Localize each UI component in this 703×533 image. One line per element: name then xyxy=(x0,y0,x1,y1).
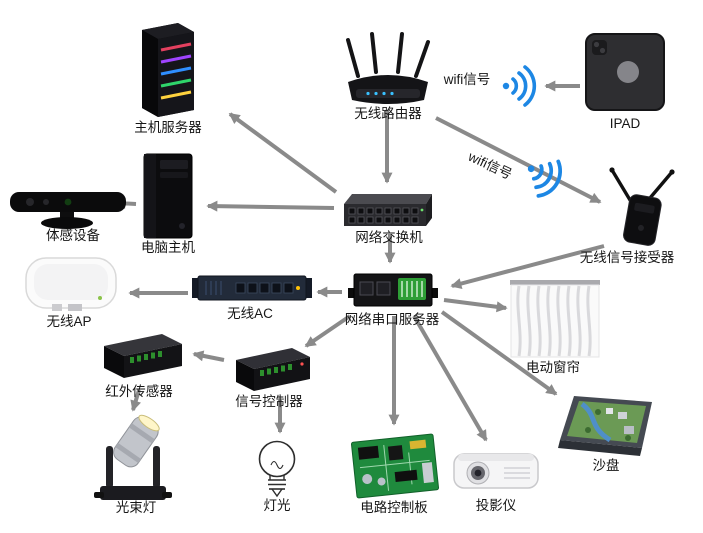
label-wireless-ac: 无线AC xyxy=(227,306,273,321)
projector-icon xyxy=(453,453,539,489)
arrow-serialserver-projector xyxy=(412,314,488,442)
pc-host-icon xyxy=(143,153,193,239)
arrow-receiver-serialserver xyxy=(450,244,605,289)
label-electric-curtain: 电动窗帘 xyxy=(526,360,580,375)
node-circuit-board xyxy=(350,430,440,502)
node-ipad xyxy=(584,30,666,114)
label-motion-device: 体感设备 xyxy=(46,228,100,243)
beam-light-icon xyxy=(94,414,172,500)
serial-server-icon xyxy=(348,273,438,307)
label-sand-table: 沙盘 xyxy=(592,458,620,473)
ipad-icon xyxy=(585,33,665,111)
wireless-router-icon xyxy=(346,32,430,104)
host-server-icon xyxy=(142,23,194,117)
node-light xyxy=(251,436,303,500)
node-pc-host xyxy=(138,152,198,240)
arrow-switch-hostserver xyxy=(228,112,338,194)
electric-curtain-icon xyxy=(510,280,600,358)
arrow-infrared-beamlight xyxy=(130,389,141,412)
arrow-router-receiver xyxy=(435,116,602,204)
arrow-serialserver-sandtable xyxy=(440,310,558,396)
node-wireless-ap xyxy=(22,254,120,316)
node-wireless-router xyxy=(342,30,434,110)
label-ipad: IPAD xyxy=(609,116,641,131)
arrow-serialserver-controller xyxy=(304,314,352,348)
node-infrared-sensor xyxy=(92,330,186,386)
label-wireless-ap: 无线AP xyxy=(46,314,92,329)
network-switch-icon xyxy=(344,194,432,226)
label-pc-host: 电脑主机 xyxy=(141,240,195,255)
node-projector xyxy=(452,444,540,496)
infrared-sensor-icon xyxy=(104,334,182,378)
signal-controller-icon xyxy=(236,348,310,391)
wifi-signal-icon xyxy=(502,65,537,107)
node-sand-table xyxy=(558,390,656,460)
label-beam-light: 光束灯 xyxy=(115,500,157,515)
label-light: 灯光 xyxy=(263,498,291,513)
arrow-switch-pchost xyxy=(206,200,335,212)
sand-table-icon xyxy=(558,396,652,456)
label-circuit-board: 电路控制板 xyxy=(360,500,428,515)
node-serial-server xyxy=(346,268,440,314)
label-infrared-sensor: 红外传感器 xyxy=(105,384,173,399)
node-wireless-receiver xyxy=(606,166,680,250)
node-motion-device xyxy=(8,186,128,232)
circuit-board-icon xyxy=(350,433,440,499)
label-signal-controller: 信号控制器 xyxy=(235,394,303,409)
label-network-switch: 网络交换机 xyxy=(355,230,423,245)
label-wireless-receiver: 无线信号接受器 xyxy=(579,250,675,265)
label-host-server: 主机服务器 xyxy=(134,120,202,135)
light-bulb-icon xyxy=(258,440,296,498)
node-signal-controller xyxy=(226,342,314,398)
node-network-switch xyxy=(340,192,438,232)
arrow-serialserver-curtain xyxy=(443,298,508,313)
arrow-controller-infrared xyxy=(192,350,225,362)
wireless-receiver-icon xyxy=(609,167,675,246)
wifi-signal-icon xyxy=(527,159,562,198)
label-wireless-router: 无线路由器 xyxy=(354,106,422,121)
node-electric-curtain xyxy=(510,280,600,362)
label-serial-server: 网络串口服务器 xyxy=(344,312,440,327)
label-projector: 投影仪 xyxy=(475,498,517,513)
wireless-ac-icon xyxy=(192,275,312,301)
node-wireless-ac xyxy=(192,272,312,306)
node-wifi-signal-mid xyxy=(520,152,564,198)
node-wifi-signal-top xyxy=(498,64,538,108)
node-beam-light xyxy=(88,406,178,502)
label-wifi-signal-top: wifi信号 xyxy=(443,72,491,87)
wireless-ap-icon xyxy=(25,257,117,311)
motion-device-icon xyxy=(10,192,126,229)
node-host-server xyxy=(132,20,204,120)
